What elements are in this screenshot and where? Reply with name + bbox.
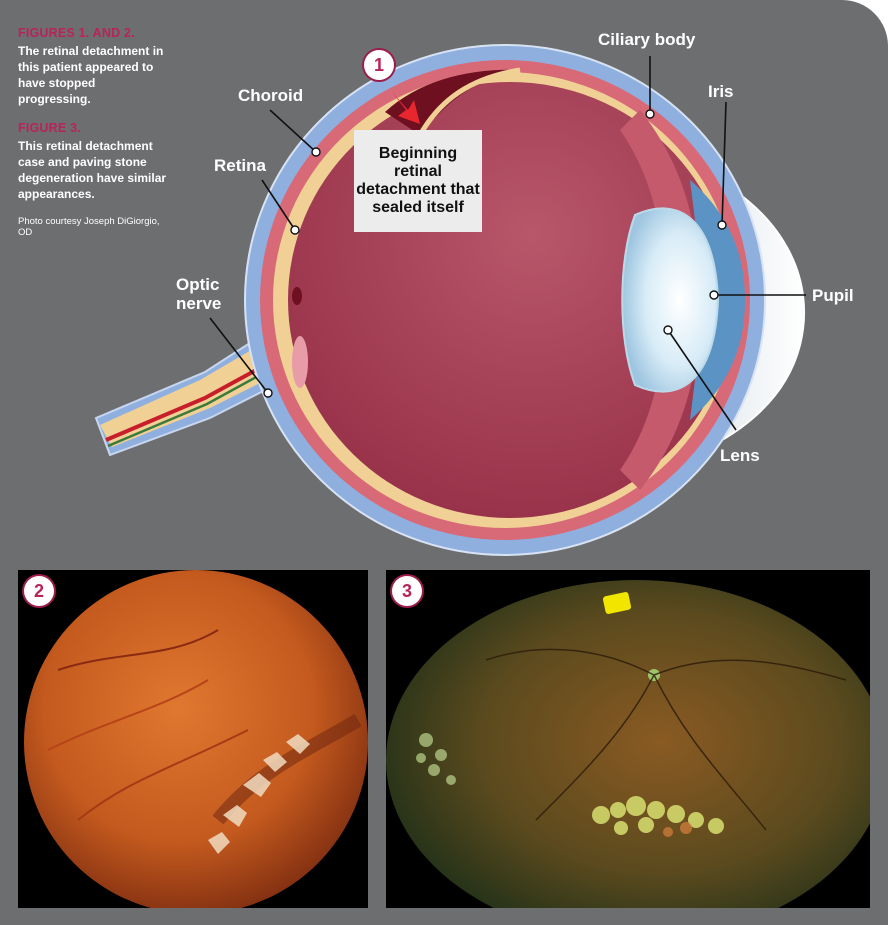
label-iris: Iris [708,82,734,101]
badge-2: 2 [24,576,54,606]
label-pupil: Pupil [812,286,854,305]
fundus-photo-3-image [386,570,870,908]
caption-heading-2: FIGURE 3. [18,121,81,135]
caption-heading-1: FIGURES 1. AND 2. [18,26,135,40]
ciliary-body [620,110,700,490]
fundus-photo-3: 3 [386,570,870,908]
fundus-photo-2-image [18,570,368,908]
label-lens: Lens [720,446,760,465]
label-optic-nerve-1: Optic [176,275,220,294]
figure-caption: FIGURES 1. AND 2. The retinal detachment… [18,26,168,238]
optic-vessel-red [105,356,279,442]
detachment-arrow [392,92,420,124]
caption-text-2: This retinal detachment case and paving … [18,139,167,201]
label-ciliary-body: Ciliary body [598,30,696,49]
fundus-photo-2: 2 [18,570,368,908]
callout-text: Beginning retinal detachment that sealed… [356,145,480,216]
photo-credit: Photo courtesy Joseph DiGiorgio, OD [18,216,160,238]
optic-disc [292,336,308,388]
label-optic-nerve-2: nerve [176,294,222,313]
retinal-detachment [385,69,520,135]
label-choroid: Choroid [238,86,304,105]
callout-box: Beginning retinal detachment that sealed… [354,130,482,232]
fovea-spot [292,287,302,305]
lens [621,207,720,393]
badge-1: 1 [364,50,394,80]
leader-dots [263,109,727,398]
leader-lines [209,56,806,431]
optic-nerve [100,338,292,447]
label-retina: Retina [214,156,266,175]
badge-3: 3 [392,576,422,606]
caption-text-1: The retinal detachment in this patient a… [18,44,164,106]
